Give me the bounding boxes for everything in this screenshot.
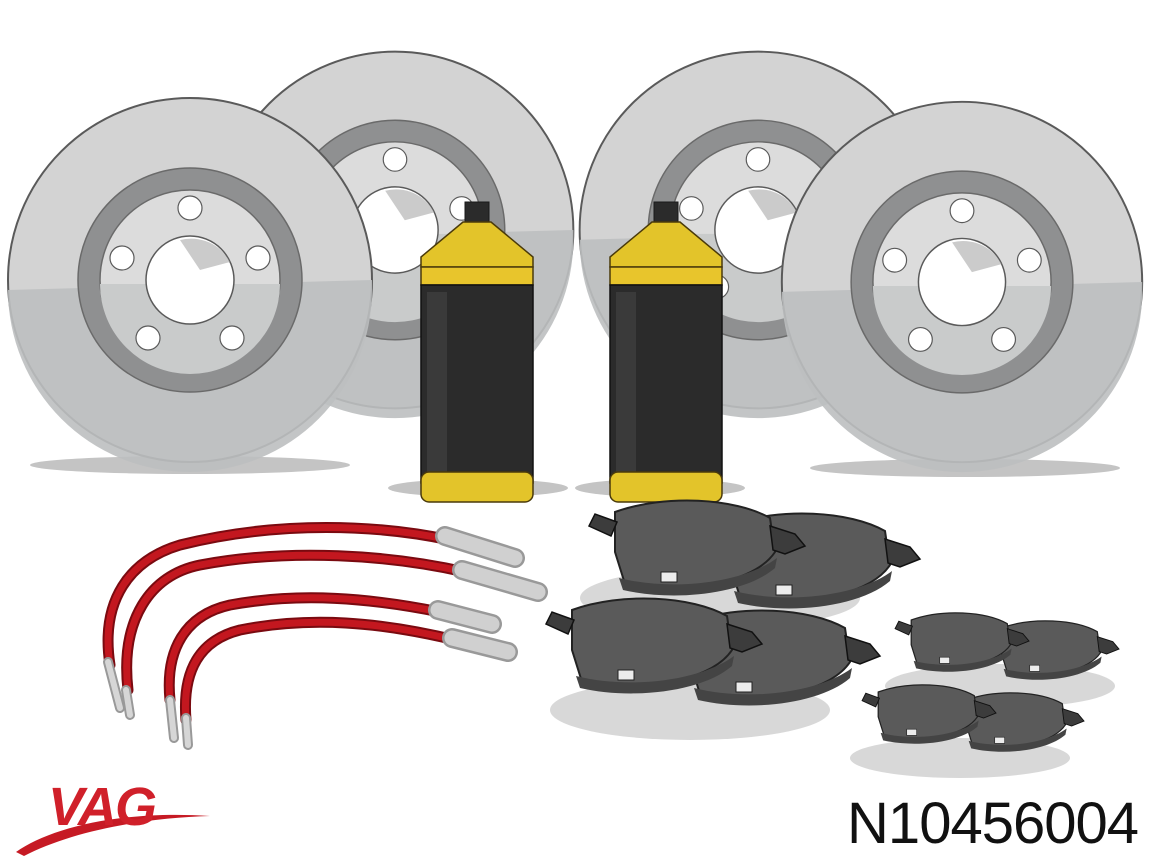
brake-fluid-bottle bbox=[420, 201, 534, 503]
vag-logo-swoosh bbox=[16, 814, 210, 856]
brake-hose bbox=[163, 592, 502, 743]
brake-hose bbox=[121, 549, 548, 720]
brake-pad-set bbox=[894, 612, 1120, 681]
brake-disc bbox=[7, 97, 373, 473]
brake-hose bbox=[179, 616, 518, 750]
brake-fluid-bottle bbox=[609, 201, 723, 503]
brand-logo-text: VAG bbox=[48, 777, 157, 837]
brake-disc bbox=[780, 100, 1144, 474]
brake-pad-set bbox=[588, 499, 921, 610]
brake-hose bbox=[102, 522, 525, 713]
part-number: N10456004 bbox=[847, 791, 1139, 856]
